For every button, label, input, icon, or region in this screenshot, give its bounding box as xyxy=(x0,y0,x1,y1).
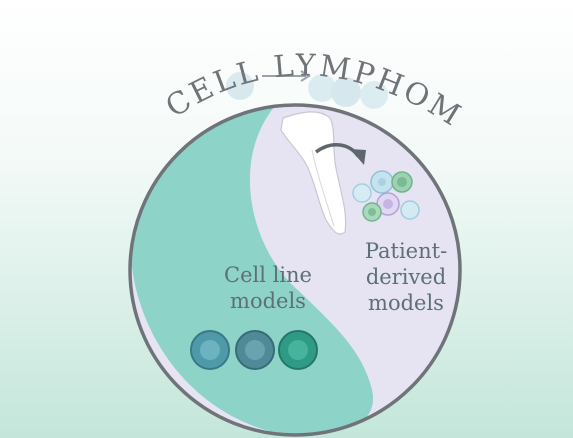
tissue-sample-detail xyxy=(311,149,335,227)
cell-line-models-label: Cell line models xyxy=(188,262,348,314)
diagram-circle-outline xyxy=(128,103,462,437)
cell-line-sphere-3 xyxy=(278,330,318,370)
patient-label-line3: models xyxy=(368,291,444,315)
patient-label-line1: Patient- xyxy=(364,239,448,263)
derivation-arrowhead xyxy=(350,149,366,165)
patient-label-line2: derived xyxy=(365,265,447,289)
title-background-cells xyxy=(226,72,388,109)
cell-line-sphere-1 xyxy=(190,330,230,370)
cell-line-sphere-2 xyxy=(235,330,275,370)
cell-line-label-line2: models xyxy=(230,289,306,313)
patient-cells-cluster xyxy=(352,170,420,222)
patient-derived-models-label: Patient- derived models xyxy=(336,238,476,316)
tissue-sample-icon xyxy=(280,111,347,235)
cell-line-label-line1: Cell line xyxy=(224,263,312,287)
title-faint-arrowhead xyxy=(300,70,311,82)
